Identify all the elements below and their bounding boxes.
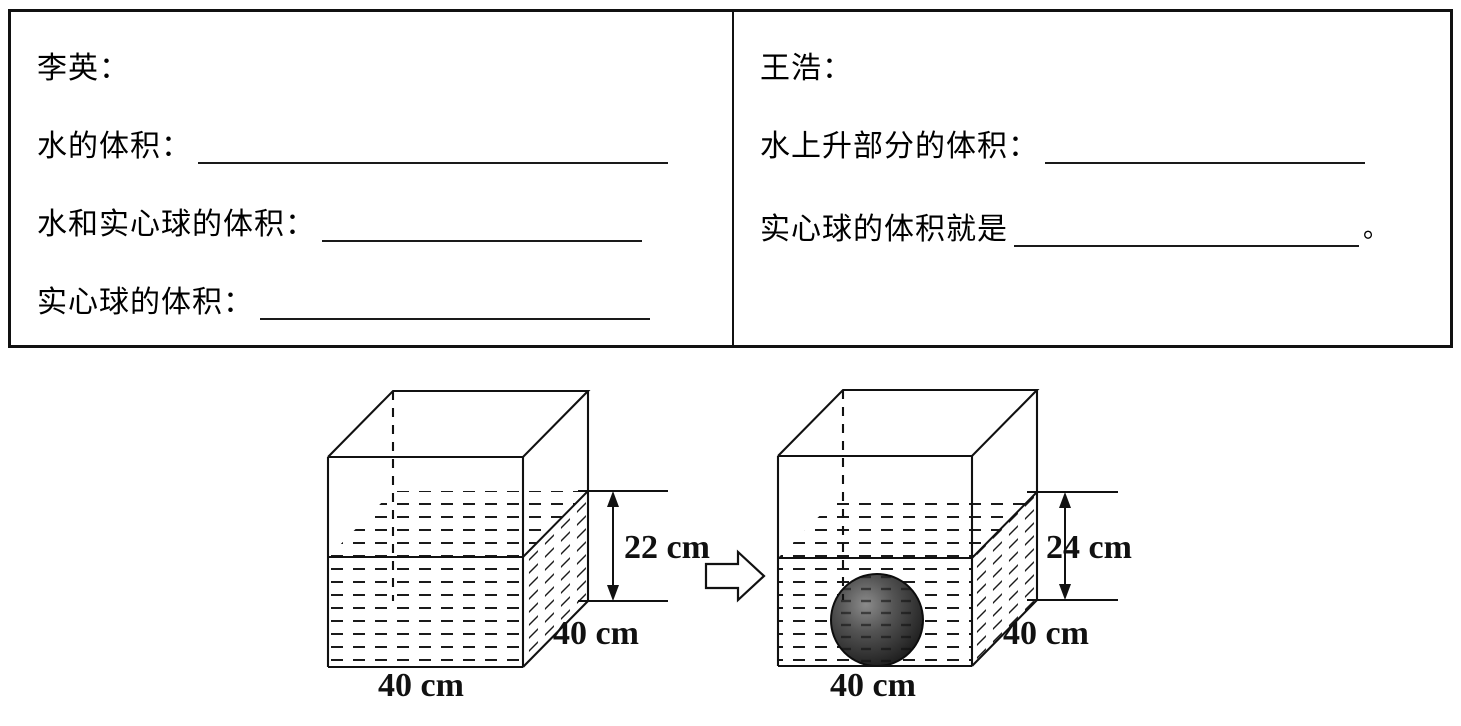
student-name-wanghao: 王浩： [760,52,853,86]
row-ball-volume: 实心球的体积： [37,286,650,320]
right-container-diagram: 24 cm 40 cm 40 cm [776,388,1132,704]
answer-blank-water-rise-volume[interactable] [1045,142,1365,164]
solid-sphere-icon [830,573,924,667]
left-container-diagram: 22 cm 40 cm 40 cm [326,389,710,704]
right-arrow-icon [704,549,766,603]
left-height-dimension: 22 cm [578,490,710,602]
row-label-water-and-ball-volume: 水和实心球的体积： [37,207,316,242]
student-name-liying: 李英： [37,52,130,86]
sentence-period: 。 [1363,213,1390,243]
left-width-label: 40 cm [378,667,464,704]
right-width-label: 40 cm [830,667,916,704]
answer-blank-water-and-ball-volume[interactable] [322,220,642,242]
left-height-label: 22 cm [624,529,710,566]
answer-blank-water-volume[interactable] [198,142,668,164]
left-depth-label: 40 cm [553,615,639,652]
right-height-dimension: 24 cm [1027,491,1132,601]
row-water-volume: 水的体积： [37,130,668,164]
student-panel-liying: 李英： 水的体积： 水和实心球的体积： 实心球的体积： [11,12,732,345]
row-water-and-ball-volume: 水和实心球的体积： [37,208,642,242]
left-waterline [328,490,589,558]
row-water-rise-volume: 水上升部分的体积： [760,130,1365,164]
right-height-label: 24 cm [1046,529,1132,566]
row-label-ball-volume-equals: 实心球的体积就是 [760,212,1008,247]
answer-blank-ball-volume[interactable] [260,298,650,320]
right-waterline [778,491,1038,559]
answer-blank-ball-volume-equals[interactable] [1014,225,1359,247]
panel-divider [732,12,734,345]
row-ball-volume-equals: 实心球的体积就是 。 [760,208,1389,247]
row-label-water-rise-volume: 水上升部分的体积： [760,129,1039,164]
left-box-edges [326,389,591,669]
row-label-ball-volume: 实心球的体积： [37,285,254,320]
student-name-label: 李英： [37,51,130,86]
right-depth-label: 40 cm [1003,615,1089,652]
row-label-water-volume: 水的体积： [37,129,192,164]
right-box-edges [776,388,1040,668]
left-water-front-hatch [328,557,523,667]
student-name-label: 王浩： [760,51,853,86]
answer-box-frame: 李英： 水的体积： 水和实心球的体积： 实心球的体积： 王浩： 水上升部分的体积… [8,9,1453,348]
student-panel-wanghao: 王浩： 水上升部分的体积： 实心球的体积就是 。 [734,12,1453,345]
figure-water-displacement: 22 cm 40 cm 40 cm [0,355,1461,726]
